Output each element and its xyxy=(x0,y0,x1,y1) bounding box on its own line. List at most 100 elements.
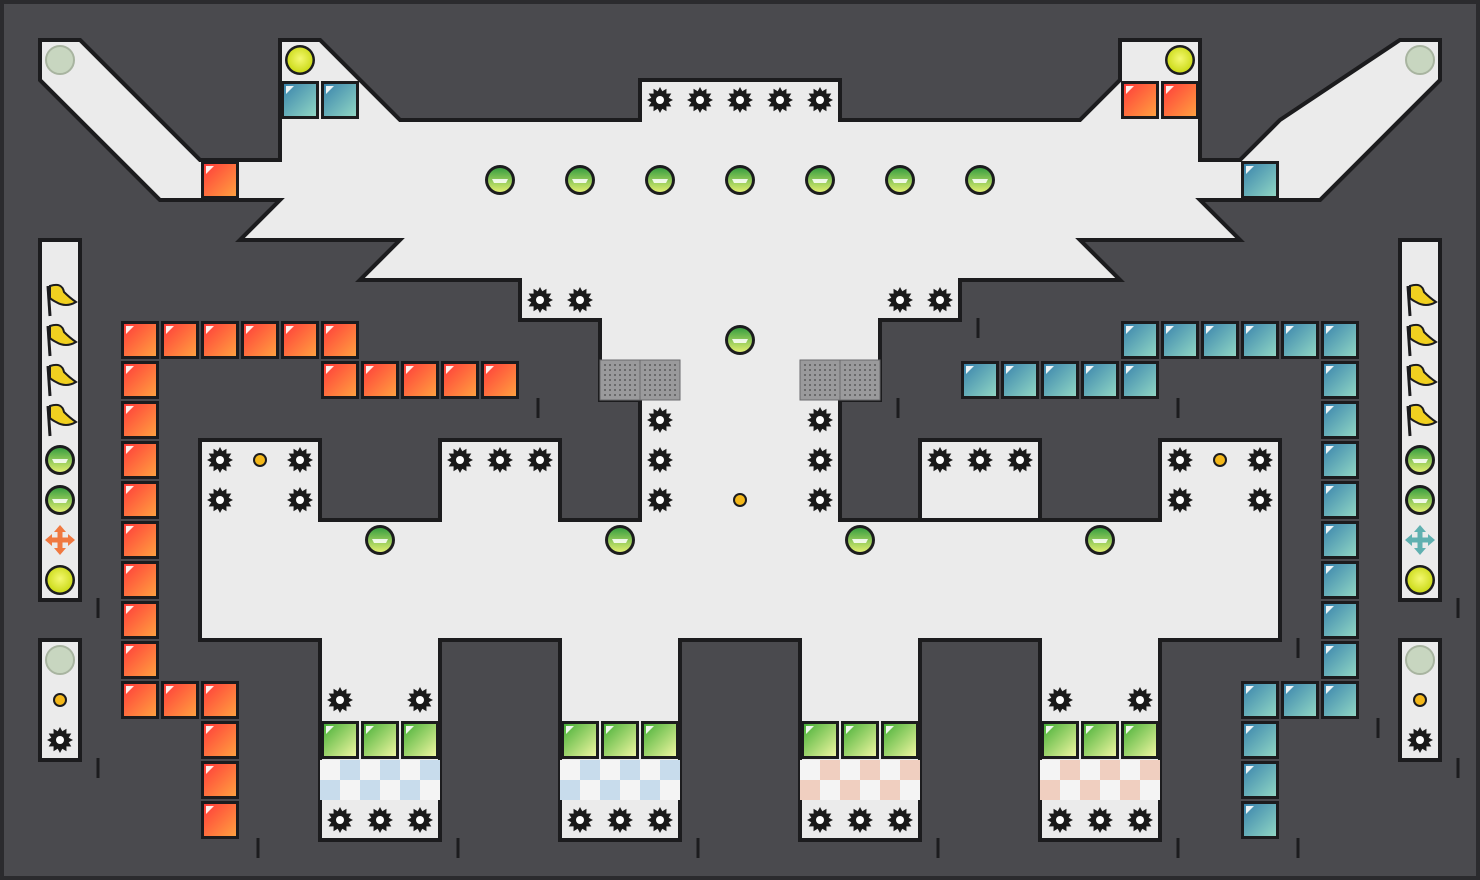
green-block[interactable] xyxy=(1121,721,1159,759)
red-block[interactable] xyxy=(121,641,159,679)
teal-block[interactable] xyxy=(1321,641,1359,679)
teal-block[interactable] xyxy=(961,361,999,399)
red-block[interactable] xyxy=(201,801,239,839)
green-block[interactable] xyxy=(801,721,839,759)
green-token-icon[interactable] xyxy=(365,525,395,555)
gold-dot-icon[interactable] xyxy=(253,453,267,467)
teal-block[interactable] xyxy=(281,81,319,119)
red-block[interactable] xyxy=(201,321,239,359)
teal-block[interactable] xyxy=(1161,321,1199,359)
red-block[interactable] xyxy=(481,361,519,399)
red-block[interactable] xyxy=(201,681,239,719)
teal-block[interactable] xyxy=(1241,681,1279,719)
teal-block[interactable] xyxy=(1321,441,1359,479)
red-block[interactable] xyxy=(121,681,159,719)
red-block[interactable] xyxy=(1121,81,1159,119)
green-token-icon[interactable] xyxy=(1405,445,1435,475)
red-block[interactable] xyxy=(401,361,439,399)
spike-icon xyxy=(647,807,673,833)
teal-block[interactable] xyxy=(1321,521,1359,559)
green-token-icon[interactable] xyxy=(45,445,75,475)
red-block[interactable] xyxy=(121,441,159,479)
green-token-icon[interactable] xyxy=(1405,485,1435,515)
teal-block[interactable] xyxy=(1241,161,1279,199)
teal-block[interactable] xyxy=(1321,401,1359,439)
checker-cell xyxy=(640,760,660,780)
green-block[interactable] xyxy=(1081,721,1119,759)
green-token-icon[interactable] xyxy=(885,165,915,195)
red-block[interactable] xyxy=(121,481,159,519)
green-token-icon[interactable] xyxy=(845,525,875,555)
yellow-orb-icon[interactable] xyxy=(1405,565,1435,595)
red-block[interactable] xyxy=(121,401,159,439)
checker-cell xyxy=(320,760,340,780)
teal-block[interactable] xyxy=(1241,801,1279,839)
teal-block[interactable] xyxy=(1081,361,1119,399)
red-block[interactable] xyxy=(1161,81,1199,119)
red-block[interactable] xyxy=(281,321,319,359)
green-block[interactable] xyxy=(1041,721,1079,759)
red-block[interactable] xyxy=(161,321,199,359)
teal-block[interactable] xyxy=(1241,321,1279,359)
teal-block[interactable] xyxy=(1201,321,1239,359)
red-block[interactable] xyxy=(121,321,159,359)
teal-block[interactable] xyxy=(1321,361,1359,399)
green-token-icon[interactable] xyxy=(805,165,835,195)
green-block[interactable] xyxy=(561,721,599,759)
green-token-icon[interactable] xyxy=(45,485,75,515)
checker-cell xyxy=(880,760,900,780)
green-token-icon[interactable] xyxy=(605,525,635,555)
green-block[interactable] xyxy=(881,721,919,759)
red-block[interactable] xyxy=(201,161,239,199)
red-block[interactable] xyxy=(121,561,159,599)
teal-block[interactable] xyxy=(1321,601,1359,639)
red-block[interactable] xyxy=(441,361,479,399)
green-block[interactable] xyxy=(361,721,399,759)
red-block[interactable] xyxy=(121,521,159,559)
teal-block[interactable] xyxy=(1281,681,1319,719)
green-block[interactable] xyxy=(841,721,879,759)
teal-block[interactable] xyxy=(1241,721,1279,759)
teal-block[interactable] xyxy=(1001,361,1039,399)
green-token-icon[interactable] xyxy=(965,165,995,195)
teal-block[interactable] xyxy=(321,81,359,119)
red-block[interactable] xyxy=(121,361,159,399)
red-block[interactable] xyxy=(361,361,399,399)
green-token-icon[interactable] xyxy=(645,165,675,195)
teal-block[interactable] xyxy=(1241,761,1279,799)
gold-dot-icon[interactable] xyxy=(1213,453,1227,467)
green-token-icon[interactable] xyxy=(565,165,595,195)
gold-dot-icon[interactable] xyxy=(1413,693,1427,707)
red-block[interactable] xyxy=(321,361,359,399)
teal-block[interactable] xyxy=(1041,361,1079,399)
teal-block[interactable] xyxy=(1321,321,1359,359)
green-block[interactable] xyxy=(401,721,439,759)
teal-block[interactable] xyxy=(1121,321,1159,359)
yellow-orb-icon[interactable] xyxy=(285,45,315,75)
teal-block[interactable] xyxy=(1321,561,1359,599)
red-block[interactable] xyxy=(201,761,239,799)
red-block[interactable] xyxy=(161,681,199,719)
teal-block[interactable] xyxy=(1321,681,1359,719)
teal-block[interactable] xyxy=(1121,361,1159,399)
red-block[interactable] xyxy=(321,321,359,359)
green-token-icon[interactable] xyxy=(485,165,515,195)
yellow-orb-icon[interactable] xyxy=(1165,45,1195,75)
move-arrows-icon xyxy=(45,525,75,555)
red-block[interactable] xyxy=(201,721,239,759)
green-token-icon[interactable] xyxy=(725,325,755,355)
green-token-icon[interactable] xyxy=(725,165,755,195)
green-token-icon[interactable] xyxy=(1085,525,1115,555)
teal-block[interactable] xyxy=(1321,481,1359,519)
green-block[interactable] xyxy=(321,721,359,759)
red-block[interactable] xyxy=(241,321,279,359)
red-block[interactable] xyxy=(121,601,159,639)
gold-dot-icon[interactable] xyxy=(733,493,747,507)
spike-icon xyxy=(207,487,233,513)
teal-block[interactable] xyxy=(1281,321,1319,359)
green-block[interactable] xyxy=(601,721,639,759)
yellow-orb-icon[interactable] xyxy=(45,565,75,595)
spike-icon xyxy=(527,447,553,473)
gold-dot-icon[interactable] xyxy=(53,693,67,707)
green-block[interactable] xyxy=(641,721,679,759)
